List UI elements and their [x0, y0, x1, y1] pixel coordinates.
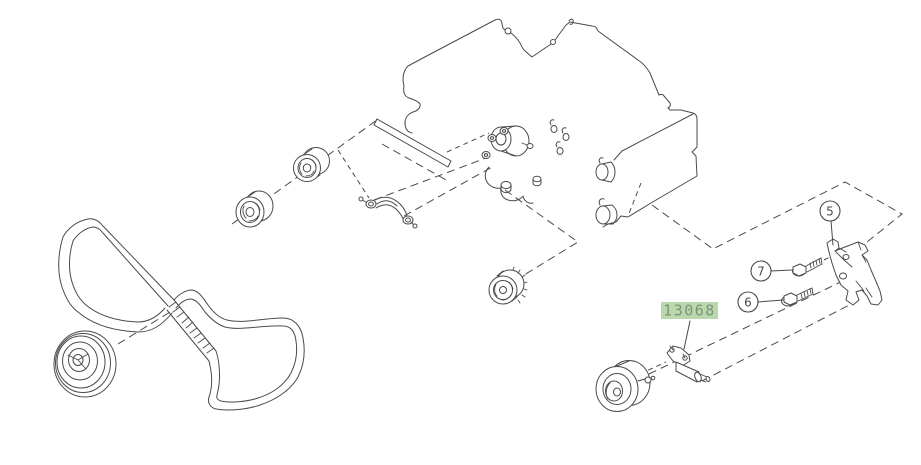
callout-5-leader — [830, 220, 834, 246]
engine-silhouette — [402, 18, 552, 87]
adjuster-body-cylinder — [675, 361, 700, 383]
callout-leader-lines — [683, 220, 834, 350]
callout-7[interactable]: 7 — [750, 260, 772, 282]
cover-bracket-left-eyelet — [365, 199, 377, 209]
part-number-text[interactable]: 13068 — [663, 302, 716, 320]
timing-belt — [58, 218, 305, 411]
bracket-hole-upper — [842, 254, 850, 260]
crank-pulley-groove-1 — [55, 333, 111, 393]
bolt-7-head — [792, 263, 807, 277]
cover-bracket-right-eyelet — [402, 215, 414, 225]
belt-right-lobe-outer — [173, 289, 305, 411]
highlighted-part-label[interactable]: 13068 — [661, 302, 718, 320]
part-label-highlight[interactable] — [661, 302, 718, 319]
idler-pulley-small-spokes — [242, 201, 261, 222]
cover-dashed-leader — [337, 149, 370, 199]
belt-tensioner-adjuster-13068 — [666, 345, 711, 383]
crank-pulley-groove-2 — [56, 335, 106, 389]
callout-6[interactable]: 6 — [737, 291, 759, 313]
crankshaft-pulley — [53, 330, 117, 398]
small-clip-1 — [549, 119, 558, 133]
callout-7-number: 7 — [757, 265, 765, 279]
callout-5-number: 5 — [826, 205, 834, 219]
engine-to-bracket-dashed-parallelogram — [651, 181, 903, 250]
engine-boss-cylinder-lower — [595, 198, 618, 225]
bracket-axis-dashed-upper — [648, 277, 850, 375]
crank-pulley-dashed-leader — [117, 311, 171, 345]
tensioner-ear-bolt-left — [487, 134, 497, 142]
cogged-pulley-spokes — [494, 280, 514, 301]
right-pulley-face — [595, 366, 639, 412]
engine-face-diagonal — [621, 113, 694, 152]
callout-6-leader — [757, 299, 784, 303]
engine-peak-hole — [550, 39, 556, 45]
part-label-leader — [683, 320, 691, 350]
idler-pulley-small — [235, 190, 274, 228]
callout-6-circle[interactable] — [737, 291, 759, 313]
tensioner-side-bolt — [521, 142, 534, 149]
bracket-flange-lines — [834, 241, 873, 298]
cover-to-tensioner-dashed-b — [403, 165, 495, 217]
tensioner-ear-bolt-lower — [481, 151, 491, 159]
cover-to-tensioner-dashed-a — [373, 157, 487, 201]
crank-pulley-face-ring — [62, 341, 98, 381]
rod-upper-dashed-line — [446, 132, 490, 153]
bracket-axis-dashed-lower — [701, 300, 858, 382]
cogged-idler-pulley — [488, 266, 528, 305]
crank-pulley-center-bore — [72, 354, 84, 366]
engine-left-edge-detail — [403, 85, 421, 134]
engine-to-cog-dashed-zigzag — [504, 189, 579, 284]
callout-5[interactable]: 5 — [819, 200, 841, 222]
engine-mount-wavy-outline — [484, 166, 534, 204]
engine-peak-squiggle — [568, 18, 574, 25]
tensioner-pulley-assembly — [481, 119, 570, 204]
cog-teeth — [512, 266, 528, 304]
belt-left-lobe-inner — [69, 226, 169, 323]
assembly-dashed-lines — [117, 119, 903, 382]
mount-nut-right — [532, 175, 542, 187]
bolt-7 — [792, 257, 823, 277]
small-clip-2 — [561, 127, 570, 141]
idler-pulley-right — [595, 360, 656, 412]
small-clip-3 — [555, 141, 564, 155]
engine-top-hole — [504, 27, 512, 35]
crank-pulley-outer-rim — [53, 330, 117, 398]
callout-5-circle[interactable] — [819, 200, 841, 222]
adjuster-bolt-hole-left — [669, 347, 675, 353]
guide-rod — [373, 118, 452, 168]
belt-cover-bracket — [358, 196, 418, 229]
idler-pulley-large-spokes — [299, 158, 317, 177]
belt-right-lobe-inner — [175, 298, 298, 403]
engine-face-left-edge — [613, 150, 623, 161]
callout-6-number: 6 — [744, 296, 752, 310]
engine-block-outline — [402, 18, 698, 228]
bolt-6-head — [783, 292, 798, 306]
tensioner-bracket — [826, 238, 883, 306]
right-pulley-side-washer — [644, 376, 652, 384]
belt-crossing-band — [166, 299, 220, 398]
adjuster-rod-tip — [699, 373, 708, 383]
bolt-6 — [781, 287, 814, 307]
engine-silhouette-right — [554, 21, 698, 228]
tensioner-ear-bolt-upper — [499, 127, 509, 135]
callout-7-leader — [770, 269, 793, 272]
engine-short-dashed-line — [627, 182, 642, 217]
belt-teeth — [168, 301, 215, 354]
bracket-body — [826, 238, 883, 306]
crank-pulley-keyway-lines — [67, 353, 89, 370]
idler-pulley-large — [293, 147, 330, 182]
callout-7-circle[interactable] — [750, 260, 772, 282]
belt-left-lobe-outer — [58, 218, 175, 333]
bracket-hole-lower — [839, 272, 847, 280]
engine-boss-cylinder-upper — [595, 157, 616, 183]
crank-pulley-hub-ring — [68, 348, 90, 372]
